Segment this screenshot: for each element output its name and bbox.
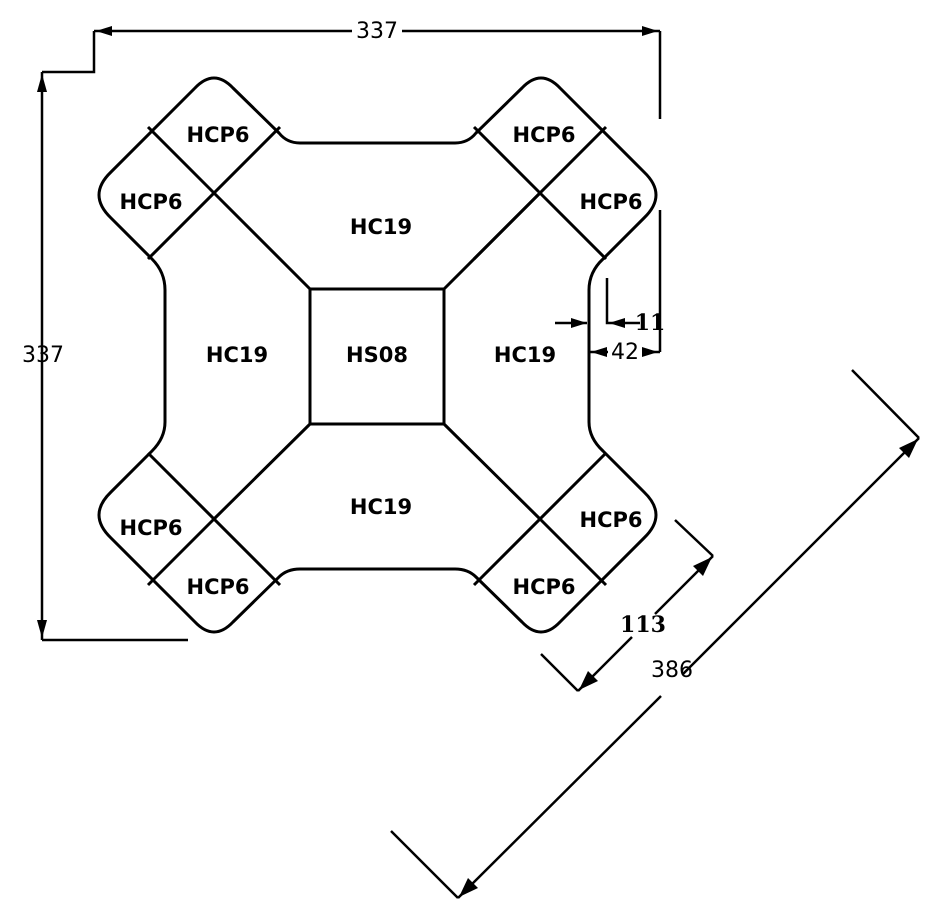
arrow-down-left-icon [579, 671, 598, 690]
outer-outline [97, 76, 658, 634]
diagonal-bottom-left [212, 422, 312, 521]
corner-bl-line-b [146, 517, 216, 587]
arrow-right-icon [642, 26, 658, 36]
label-corner-tl-lower: HCP6 [120, 190, 183, 214]
label-bottom: HC19 [350, 495, 412, 519]
label-corner-bl-upper: HCP6 [120, 516, 183, 540]
diagonal-top-left [212, 191, 312, 291]
dimension-diagonal-span: 386 [390, 369, 920, 899]
dimension-overall-width: 337 [42, 19, 662, 119]
arrow-left-icon [591, 347, 607, 357]
dimension-overall-height: 337 [22, 72, 188, 642]
diagonal-bottom-right [442, 422, 542, 521]
dim-width-extension-left [42, 31, 96, 74]
label-corner-bl-lower: HCP6 [187, 575, 250, 599]
dimension-neck: 42 11 [555, 210, 665, 365]
label-corner-tl-upper: HCP6 [187, 123, 250, 147]
label-corner-tr-lower: HCP6 [580, 190, 643, 214]
label-corner-tr-upper: HCP6 [513, 123, 576, 147]
dim-diag-line-lower [457, 695, 662, 899]
arrow-left-icon [96, 26, 112, 36]
corner-br-line-b [538, 517, 608, 587]
dim-diag-line-upper [682, 437, 920, 675]
label-corner-br-lower: HCP6 [513, 575, 576, 599]
arrow-left-icon [609, 318, 625, 328]
dimension-corner-width: 113 [540, 519, 714, 692]
arrow-down-left-icon [459, 878, 478, 897]
corner-tr-line-c [538, 191, 608, 261]
corner-tl-line-b [146, 125, 282, 261]
dim-width-value: 337 [356, 19, 398, 44]
label-corner-br-upper: HCP6 [580, 508, 643, 532]
label-top: HC19 [350, 215, 412, 239]
arrow-up-right-icon [693, 557, 712, 576]
arrow-up-right-icon [899, 439, 918, 458]
label-right: HC19 [494, 343, 556, 367]
dim-corner-value: 113 [620, 612, 666, 638]
arrow-right-icon [571, 318, 587, 328]
dim-diag-value: 386 [651, 658, 693, 683]
center-square [308, 287, 446, 426]
dim-neck-value: 42 [611, 340, 639, 365]
arrow-right-icon [642, 347, 658, 357]
dim-corner-extension-bottom [540, 653, 579, 692]
dim-corner-extension-top [674, 519, 714, 557]
corner-tl-line-a [146, 125, 216, 195]
dim-diag-extension-top [851, 369, 920, 439]
corner-tr-line-a [472, 125, 542, 195]
arrow-up-icon [37, 74, 47, 92]
dim-offset-value: 11 [635, 310, 666, 336]
label-center: HS08 [346, 343, 408, 367]
arrow-down-icon [37, 620, 47, 638]
dim-height-value: 337 [22, 343, 64, 368]
dim-diag-extension-bottom [390, 830, 459, 899]
label-left: HC19 [206, 343, 268, 367]
dim-offset-extension [605, 278, 640, 325]
